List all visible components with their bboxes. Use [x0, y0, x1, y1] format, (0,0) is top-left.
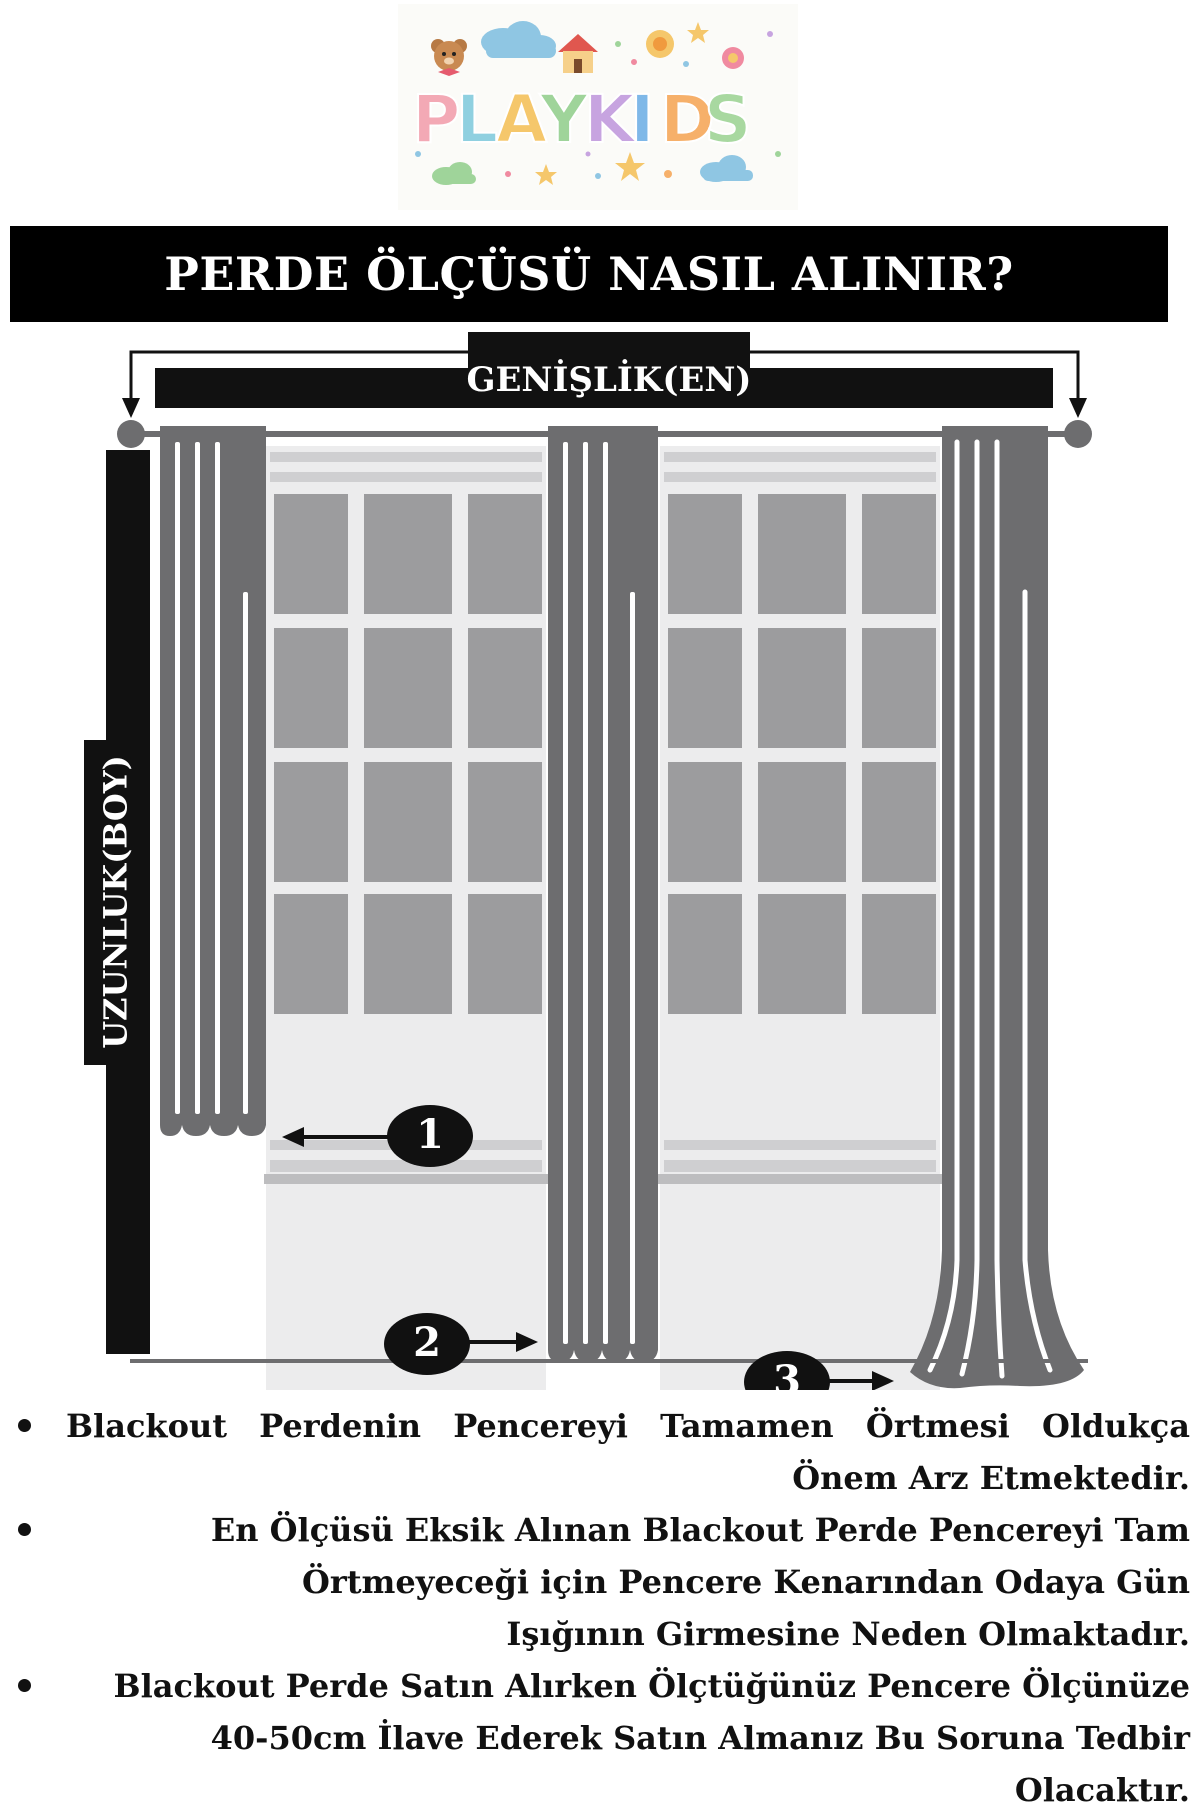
window-pane	[758, 762, 846, 882]
marker-3: 3	[744, 1351, 894, 1390]
dots-decoration	[415, 31, 781, 179]
svg-text:A: A	[496, 81, 547, 158]
bullet-dot	[18, 1419, 31, 1432]
height-label-box	[84, 740, 132, 1065]
rod-end-right	[1064, 420, 1092, 448]
window-pane	[274, 628, 348, 748]
width-bar	[155, 368, 1053, 408]
cloud-icon	[481, 21, 556, 58]
window-pane	[668, 894, 742, 1014]
bullet-text: Blackout Perdenin Pencereyi Tamamen Örtm…	[66, 1407, 1190, 1497]
window-pane	[758, 494, 846, 614]
window-pane	[758, 894, 846, 1014]
curtain-short-left	[160, 426, 266, 1136]
bullet-text: Blackout Perde Satın Alırken Ölçtüğünüz …	[113, 1667, 1190, 1809]
cloud-icon	[432, 162, 476, 185]
title-bar: PERDE ÖLÇÜSÜ NASIL ALINIR?	[10, 226, 1168, 322]
info-bullet-list: Blackout Perdenin Pencereyi Tamamen Örtm…	[10, 1400, 1190, 1816]
curtain-floor-middle	[548, 426, 658, 1362]
svg-text:D: D	[660, 81, 715, 158]
curtain-measurement-diagram: GENİŞLİK(EN)	[84, 332, 1092, 1390]
window-pane	[668, 494, 742, 614]
window-pane	[468, 762, 542, 882]
rod-end-left	[117, 420, 145, 448]
bullet-text: En Ölçüsü Eksik Alınan Blackout Perde Pe…	[210, 1511, 1190, 1653]
window-sill-right	[658, 1174, 942, 1184]
window-pane	[364, 628, 452, 748]
window-pane	[668, 762, 742, 882]
cloud-icon	[700, 155, 753, 182]
window-pane	[274, 494, 348, 614]
height-label: UZUNLUK(BOY)	[97, 755, 135, 1049]
window-pane	[364, 494, 452, 614]
window-pane	[862, 494, 936, 614]
marker-3-label: 3	[773, 1357, 801, 1390]
window-pane	[862, 762, 936, 882]
window-pane	[274, 762, 348, 882]
svg-text:I: I	[630, 81, 655, 158]
svg-text:Y: Y	[539, 81, 589, 158]
svg-text:K: K	[584, 81, 638, 158]
teddy-bear-icon	[431, 39, 467, 76]
marker-1-label: 1	[416, 1111, 444, 1158]
svg-text:S: S	[704, 81, 752, 158]
width-label: GENİŞLİK(EN)	[466, 359, 751, 400]
svg-text:L: L	[456, 81, 498, 158]
window-pane	[862, 628, 936, 748]
marker-2: 2	[384, 1313, 538, 1375]
sun-icon	[646, 30, 674, 58]
arrow-down-right	[1069, 398, 1087, 418]
page-title: PERDE ÖLÇÜSÜ NASIL ALINIR?	[164, 247, 1014, 301]
window-pane	[668, 628, 742, 748]
bullet-item: En Ölçüsü Eksik Alınan Blackout Perde Pe…	[10, 1504, 1190, 1660]
floor-line	[130, 1359, 1088, 1363]
width-label-box	[468, 332, 750, 374]
playkids-logo: P L A Y K I D S	[398, 4, 798, 210]
flower-icon	[722, 47, 744, 69]
bullet-item: Blackout Perdenin Pencereyi Tamamen Örtm…	[10, 1400, 1190, 1504]
window-pane	[364, 894, 452, 1014]
window-pane	[758, 628, 846, 748]
window-sill-left	[264, 1174, 548, 1184]
bullet-item: Blackout Perde Satın Alırken Ölçtüğünüz …	[10, 1660, 1190, 1816]
window-pane	[468, 628, 542, 748]
bullet-dot	[18, 1523, 31, 1536]
window-pane	[274, 894, 348, 1014]
window-pane	[468, 494, 542, 614]
svg-text:P: P	[412, 81, 460, 158]
marker-2-label: 2	[413, 1319, 441, 1366]
house-icon	[558, 34, 598, 73]
star-icon	[535, 22, 709, 185]
window-pane	[862, 894, 936, 1014]
bullet-dot	[18, 1679, 31, 1692]
marker-1: 1	[282, 1105, 473, 1167]
window-pane	[364, 762, 452, 882]
brand-wordmark: P L A Y K I D S	[411, 80, 753, 159]
arrow-down-left	[122, 398, 140, 418]
window-pane	[468, 894, 542, 1014]
